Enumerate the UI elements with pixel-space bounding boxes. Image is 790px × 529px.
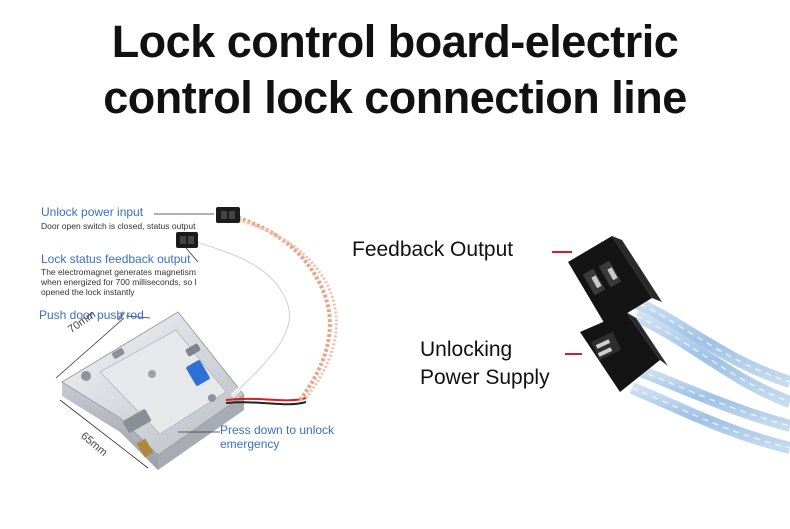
title-line-2: control lock connection line bbox=[103, 72, 687, 123]
right-cables bbox=[627, 294, 790, 454]
page-title: Lock control board-electric control lock… bbox=[0, 14, 790, 126]
label-push-door-push-rod: Push door push rod bbox=[39, 308, 144, 322]
feedback-connector bbox=[568, 236, 662, 326]
unlocking-line-1: Unlocking bbox=[420, 338, 513, 361]
electric-lock-body bbox=[61, 311, 245, 470]
label-feedback-output: Feedback Output bbox=[352, 238, 514, 261]
label-press-down-unlock: Press down to unlock emergency bbox=[220, 423, 334, 451]
lock-wires bbox=[189, 214, 338, 406]
red-pointers bbox=[552, 251, 582, 355]
press-down-line-2: emergency bbox=[220, 437, 280, 451]
left-connectors bbox=[176, 207, 240, 248]
unlocking-line-2: Power Supply bbox=[420, 366, 550, 389]
note-line-1: The electromagnet generates magnetism bbox=[41, 267, 196, 277]
left-leader-lines bbox=[55, 213, 220, 469]
label-electromagnet-note: The electromagnet generates magnetism wh… bbox=[41, 267, 197, 297]
label-unlock-power-input: Unlock power input bbox=[41, 205, 144, 219]
note-line-3: opened the lock instantly bbox=[41, 287, 135, 297]
unlocking-power-connector bbox=[580, 312, 668, 392]
label-unlocking-power-supply: Unlocking Power Supply bbox=[420, 336, 550, 392]
title-line-1: Lock control board-electric bbox=[111, 16, 679, 67]
label-door-open-switch: Door open switch is closed, status outpu… bbox=[41, 221, 196, 231]
note-line-2: when energized for 700 milliseconds, so … bbox=[41, 277, 197, 287]
label-lock-status-feedback: Lock status feedback output bbox=[41, 252, 191, 266]
press-down-line-1: Press down to unlock bbox=[220, 423, 335, 437]
